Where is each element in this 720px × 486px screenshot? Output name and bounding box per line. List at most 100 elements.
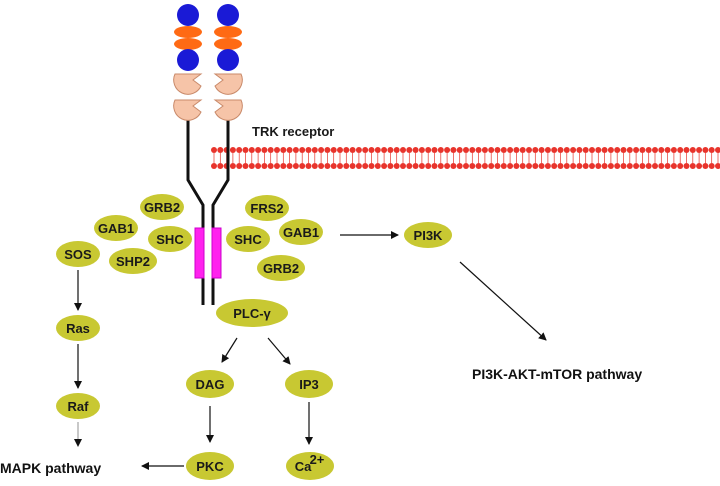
- receptor-label: TRK receptor: [252, 124, 334, 139]
- lipid-head: [702, 163, 709, 169]
- lipid-head: [513, 147, 520, 153]
- lipid-head: [324, 163, 331, 169]
- lipid-head: [236, 147, 243, 153]
- lipid-head: [500, 147, 507, 153]
- lipid-head: [412, 163, 419, 169]
- lipid-head: [463, 163, 469, 169]
- lipid-head: [343, 147, 350, 153]
- lipid-head: [715, 163, 720, 169]
- lipid-head: [670, 147, 677, 153]
- lipid-head: [431, 147, 438, 153]
- lipid-head: [576, 163, 583, 169]
- transmembrane-domain-right: [211, 227, 222, 279]
- lipid-head: [500, 163, 507, 169]
- lipid-head: [418, 163, 425, 169]
- lipid-head: [607, 147, 614, 153]
- svg-text:SHP2: SHP2: [116, 254, 150, 269]
- lipid-head: [400, 147, 406, 153]
- lipid-head: [242, 163, 249, 169]
- node-shc-left: SHC: [148, 226, 192, 252]
- lipid-head: [658, 163, 665, 169]
- lipid-head: [456, 163, 463, 169]
- node-frs2: FRS2: [245, 195, 289, 221]
- lipid-head: [557, 147, 564, 153]
- lipid-head: [280, 147, 287, 153]
- arrow-plc-to-ip3: [267, 337, 291, 365]
- lipid-head: [343, 163, 350, 169]
- lipid-head: [393, 147, 400, 153]
- lipid-head: [393, 163, 400, 169]
- lipid-head: [217, 163, 224, 169]
- lipid-head: [715, 147, 720, 153]
- lipid-head: [255, 163, 262, 169]
- lipid-head: [633, 163, 640, 169]
- lipid-head: [236, 163, 243, 169]
- lipid-head: [544, 163, 551, 169]
- node-grb2-bottom: GRB2: [257, 255, 305, 281]
- lipid-head: [689, 163, 696, 169]
- lipid-head: [337, 147, 343, 153]
- lipid-head: [437, 147, 444, 153]
- lipid-head: [652, 163, 658, 169]
- lipid-head: [595, 147, 602, 153]
- lipid-head: [551, 147, 558, 153]
- lipid-head: [444, 163, 451, 169]
- lipid-head: [406, 147, 413, 153]
- lipid-head: [582, 163, 589, 169]
- lipid-head: [570, 147, 577, 153]
- lipid-head: [595, 163, 602, 169]
- lipid-head: [267, 147, 274, 153]
- lipid-head: [645, 147, 652, 153]
- lipid-head: [708, 163, 715, 169]
- lipid-head: [475, 147, 482, 153]
- lipid-head: [381, 147, 388, 153]
- svg-text:GRB2: GRB2: [263, 261, 299, 276]
- lipid-head: [708, 147, 715, 153]
- receptor-domains-left: [173, 4, 203, 121]
- lipid-head: [481, 163, 488, 169]
- lipid-head: [330, 163, 337, 169]
- lipid-head: [601, 147, 608, 153]
- svg-text:GAB1: GAB1: [283, 225, 319, 240]
- lipid-head: [689, 147, 696, 153]
- node-plc-gamma: PLC-γ: [216, 299, 288, 327]
- lipid-head: [670, 163, 677, 169]
- lipid-head: [311, 163, 318, 169]
- lipid-head: [242, 147, 249, 153]
- lipid-head: [267, 163, 274, 169]
- lipid-head: [696, 147, 703, 153]
- lipid-head: [248, 147, 255, 153]
- svg-text:SOS: SOS: [64, 247, 92, 262]
- lipid-head: [274, 147, 280, 153]
- lipid-head: [538, 163, 545, 169]
- node-ip3: IP3: [285, 370, 333, 398]
- lipid-head: [557, 163, 564, 169]
- lipid-head: [658, 147, 665, 153]
- lipid-head: [664, 163, 671, 169]
- lipid-head: [563, 147, 570, 153]
- lipid-head: [456, 147, 463, 153]
- lipid-head: [255, 147, 262, 153]
- lipid-head: [286, 147, 293, 153]
- transmembrane-domain-left: [194, 227, 205, 279]
- lipid-head: [349, 147, 356, 153]
- pi3k-akt-mtor-pathway-label: PI3K-AKT-mTOR pathway: [472, 366, 642, 382]
- lipid-head: [614, 163, 621, 169]
- lipid-head: [330, 147, 337, 153]
- lipid-head: [544, 147, 551, 153]
- mapk-pathway-label: MAPK pathway: [0, 460, 101, 476]
- lipid-head: [211, 163, 217, 169]
- lipid-head: [551, 163, 558, 169]
- receptor-chains: [186, 100, 230, 305]
- lipid-head: [362, 163, 369, 169]
- lipid-head: [425, 163, 432, 169]
- lipid-head: [229, 147, 236, 153]
- lipid-head: [626, 147, 633, 153]
- lipid-head: [494, 147, 501, 153]
- svg-text:Ca: Ca: [295, 459, 312, 474]
- lipid-head: [381, 163, 388, 169]
- svg-text:DAG: DAG: [196, 377, 225, 392]
- svg-text:PKC: PKC: [196, 459, 224, 474]
- lipid-head: [582, 147, 589, 153]
